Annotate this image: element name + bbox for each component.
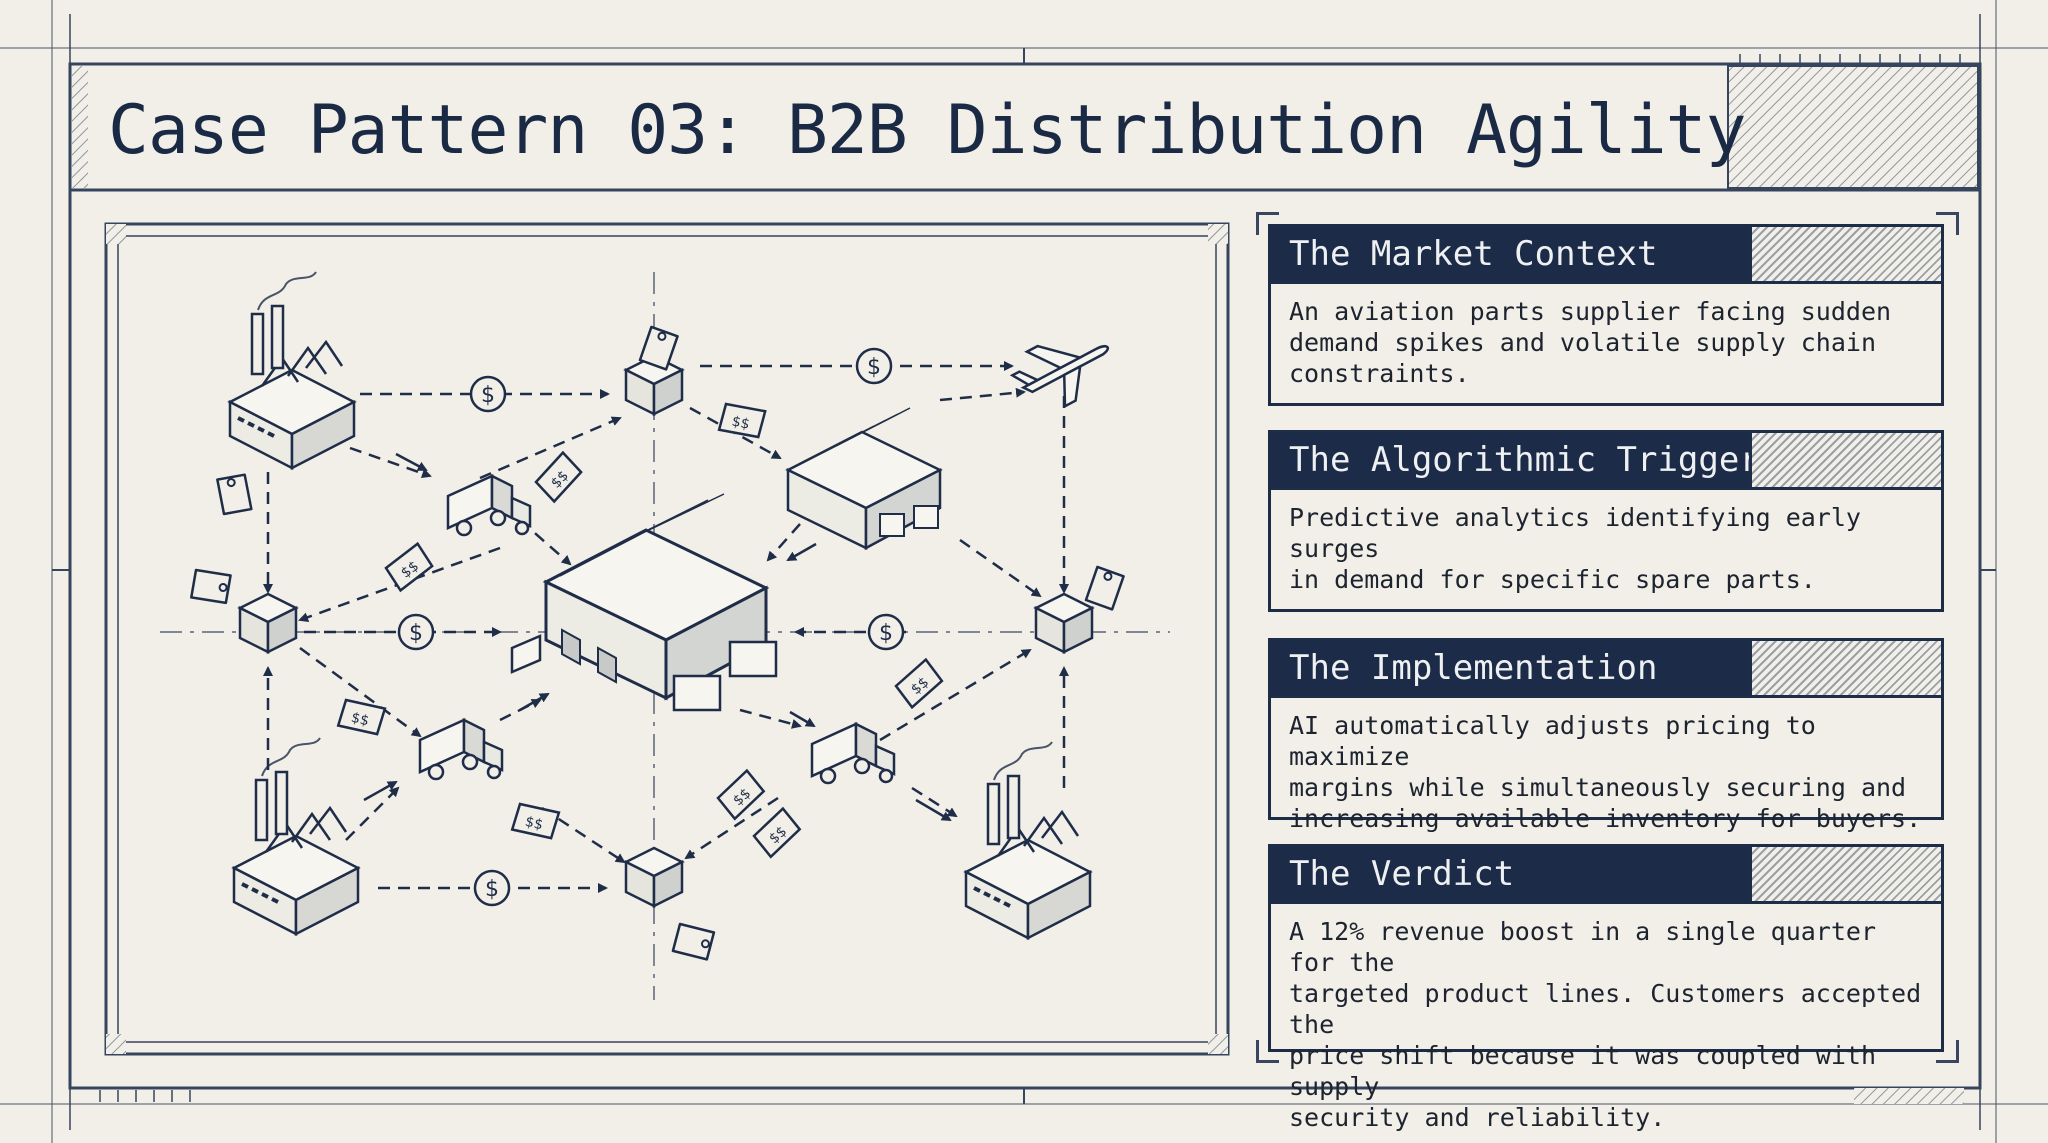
panel-body: An aviation parts supplier facing sudden… — [1271, 281, 1941, 389]
warehouse-icon — [785, 407, 943, 551]
dollar-coin-icon — [473, 869, 511, 907]
panel-title: The Market Context — [1271, 227, 1749, 281]
truck-icon — [446, 474, 532, 537]
bracket-corner — [1936, 1040, 1959, 1063]
money-tag-icon — [712, 392, 772, 449]
money-tag-icon — [380, 540, 438, 594]
box-icon — [1034, 592, 1094, 654]
central-warehouse-icon — [510, 493, 778, 712]
panel-market-context: The Market Context An aviation parts sup… — [1268, 224, 1944, 406]
hatch-decoration — [1749, 227, 1941, 281]
panel-body: Predictive analytics identifying early s… — [1271, 487, 1941, 595]
panel-title: The Algorithmic Trigger — [1271, 433, 1760, 487]
page-title: Case Pattern 03: B2B Distribution Agilit… — [108, 91, 1747, 170]
dollar-coin-icon — [469, 375, 507, 413]
dollar-coin-icon — [867, 613, 905, 651]
price-tag-icon — [661, 910, 726, 974]
factory-icon — [964, 740, 1092, 940]
hatch-decoration — [1749, 433, 1941, 487]
bracket-corner — [1936, 212, 1959, 235]
panel-body: A 12% revenue boost in a single quarter … — [1271, 901, 1941, 1133]
hatch-decoration — [1749, 641, 1941, 695]
box-icon — [624, 846, 684, 908]
money-tag-icon — [747, 804, 807, 861]
money-tag-icon — [711, 766, 771, 823]
panel-algorithmic-trigger: The Algorithmic Trigger Predictive analy… — [1268, 430, 1944, 612]
price-tag-icon — [179, 554, 243, 618]
panel-verdict: The Verdict A 12% revenue boost in a sin… — [1268, 844, 1944, 1132]
hatch-decoration — [1749, 847, 1941, 901]
panel-implementation: The Implementation AI automatically adju… — [1268, 638, 1944, 833]
factory-icon — [228, 270, 356, 470]
truck-icon — [418, 718, 504, 781]
money-tag-icon — [331, 688, 392, 746]
factory-icon — [232, 736, 360, 936]
panel-title: The Implementation — [1271, 641, 1749, 695]
panel-body: AI automatically adjusts pricing to maxi… — [1271, 695, 1941, 834]
dollar-coin-icon — [855, 347, 893, 385]
airplane-icon — [1009, 344, 1110, 409]
money-tag-icon — [889, 655, 949, 712]
price-tag-icon — [205, 465, 263, 524]
box-icon — [238, 592, 298, 654]
truck-icon — [810, 722, 896, 785]
panel-title: The Verdict — [1271, 847, 1749, 901]
money-tag-icon — [505, 792, 566, 850]
dollar-coin-icon — [397, 613, 435, 651]
bracket-corner — [1256, 212, 1279, 235]
bracket-corner — [1256, 1040, 1279, 1063]
money-tag-icon — [528, 448, 589, 506]
